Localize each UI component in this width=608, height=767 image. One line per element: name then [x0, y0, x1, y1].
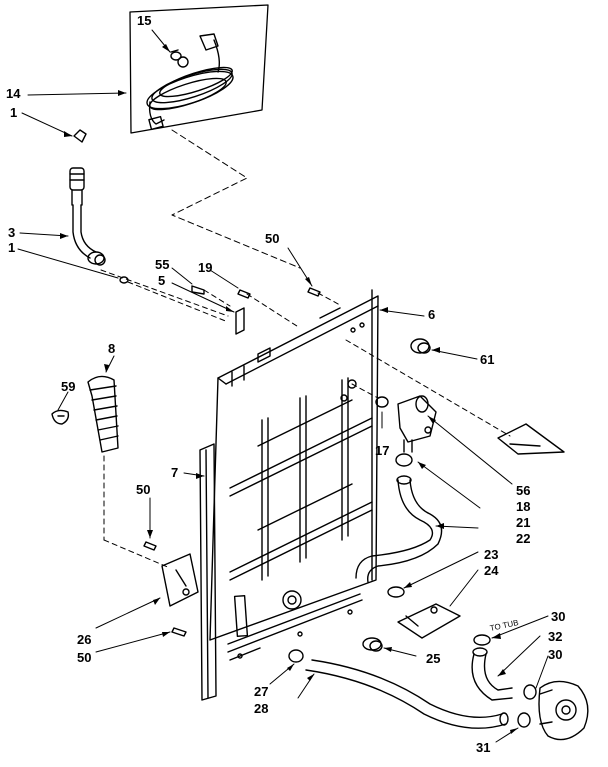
callout-22: 22	[516, 531, 531, 546]
callout-50-bottom: 50	[77, 650, 92, 665]
callout-17: 17	[375, 443, 390, 458]
callout-3: 3	[8, 225, 16, 240]
leader-arrowheads	[60, 44, 518, 734]
leader-lines	[17, 29, 549, 743]
bracket-26	[161, 553, 199, 607]
side-rail-7	[199, 443, 217, 701]
screw-dashes	[203, 289, 511, 437]
water-valve-18	[397, 395, 437, 453]
callout-8: 8	[108, 341, 116, 356]
screw-55	[191, 285, 205, 295]
strain-relief-15	[170, 49, 189, 68]
callout-1-top: 1	[10, 105, 18, 120]
callout-14: 14	[6, 86, 21, 101]
callout-19: 19	[198, 260, 213, 275]
cord-connection-dashes	[171, 129, 301, 269]
clip-5	[235, 307, 245, 335]
clamp-23	[387, 586, 405, 598]
hose-clamp-59	[51, 409, 70, 425]
hose-dashes-8	[103, 455, 171, 569]
callout-59: 59	[61, 379, 76, 394]
callout-26: 26	[77, 632, 92, 647]
callout-28: 28	[254, 701, 269, 716]
callout-15: 15	[137, 13, 152, 28]
callout-27: 27	[254, 684, 269, 699]
clamp-27	[288, 649, 304, 663]
bracket-56	[497, 423, 565, 455]
grommet-25	[362, 637, 383, 652]
callout-23: 23	[484, 547, 499, 562]
drain-hose-28	[305, 659, 509, 729]
callout-30-bottom: 30	[548, 647, 563, 662]
pump-hose-8	[87, 375, 119, 453]
callout-5: 5	[158, 273, 166, 288]
callout-25: 25	[426, 651, 441, 666]
callout-6: 6	[428, 307, 436, 322]
hose-dashes	[100, 269, 229, 323]
bracket-24	[397, 603, 461, 639]
inlet-hose-3	[72, 204, 106, 266]
callout-50-top: 50	[265, 231, 280, 246]
pump-hose-32	[471, 647, 513, 701]
screw-50-mid	[143, 541, 157, 551]
ring-21	[395, 453, 413, 467]
rear-panel-6	[209, 289, 379, 661]
bushing-61	[410, 338, 431, 354]
power-cord-inset-box	[129, 4, 269, 134]
power-cord-coil	[146, 33, 234, 131]
callout-50-mid: 50	[136, 482, 151, 497]
callout-21: 21	[516, 515, 531, 530]
callout-30-top: 30	[551, 609, 566, 624]
screw-50-top	[307, 287, 321, 297]
callout-18: 18	[516, 499, 531, 514]
hose-fitting-upper	[69, 167, 85, 206]
callout-1-bottom: 1	[8, 240, 16, 255]
nut-17	[375, 396, 389, 408]
callout-55: 55	[155, 257, 170, 272]
screw-50-bottom	[171, 627, 187, 637]
callout-32: 32	[548, 629, 563, 644]
washer-fitting-1-top	[73, 129, 87, 143]
callout-61: 61	[480, 352, 495, 367]
clamp-30-bottom	[523, 684, 537, 700]
callout-24: 24	[484, 563, 499, 578]
screw-19	[237, 289, 251, 299]
clamp-31	[517, 712, 531, 728]
hose-22	[355, 475, 443, 583]
clamp-30-top	[473, 634, 491, 646]
callout-7: 7	[171, 465, 179, 480]
callout-31: 31	[476, 740, 491, 755]
drain-pump	[538, 680, 589, 741]
callout-56: 56	[516, 483, 531, 498]
washer-fitting-1-bottom	[119, 276, 129, 284]
